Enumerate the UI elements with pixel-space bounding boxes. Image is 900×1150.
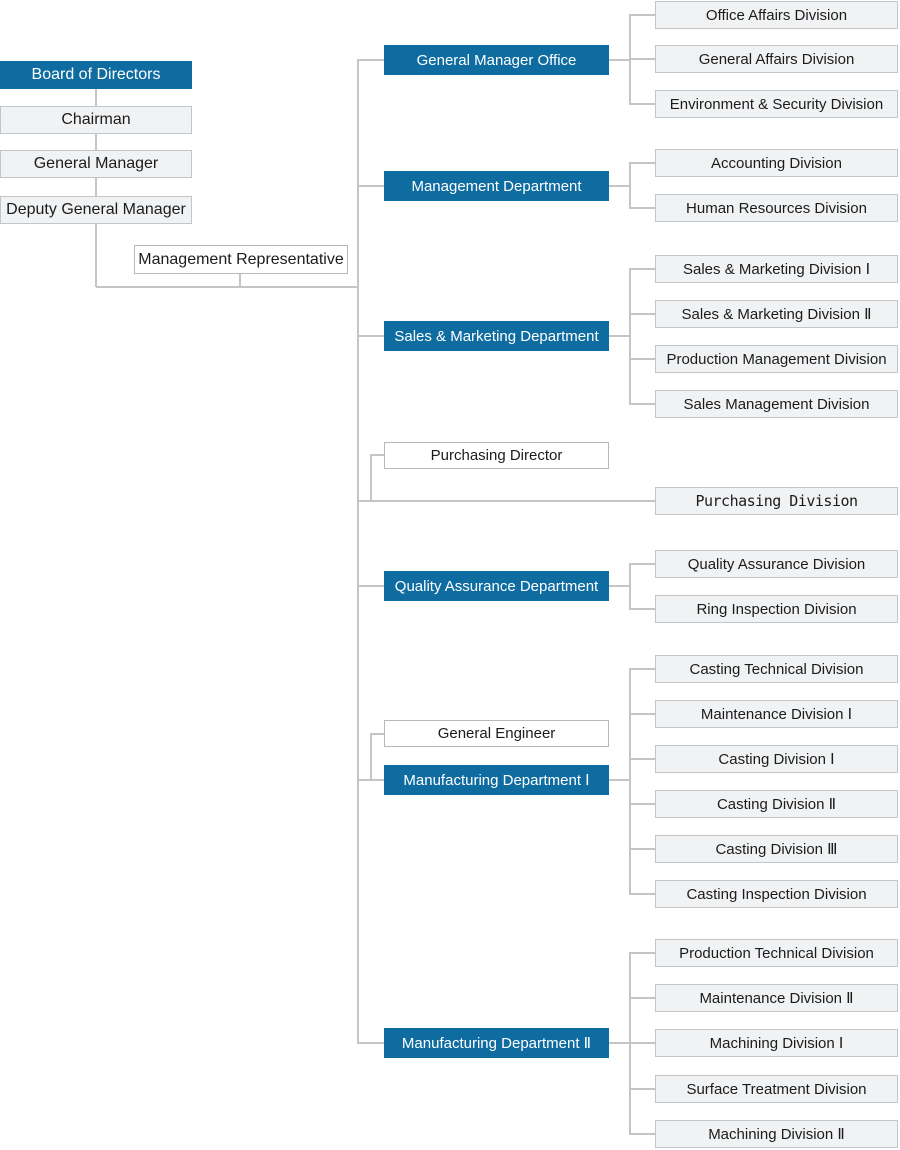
node-casting-division-2: Casting Division Ⅱ [655,790,898,818]
node-ring-inspection-division: Ring Inspection Division [655,595,898,623]
node-purchasing-director: Purchasing Director [384,442,609,469]
node-quality-assurance-department: Quality Assurance Department [384,571,609,601]
node-production-technical-division: Production Technical Division [655,939,898,967]
node-sales-management-division: Sales Management Division [655,390,898,418]
node-sales-marketing-division-2: Sales & Marketing Division Ⅱ [655,300,898,328]
node-production-management-division: Production Management Division [655,345,898,373]
node-accounting-division: Accounting Division [655,149,898,177]
node-sales-marketing-department: Sales & Marketing Department [384,321,609,351]
node-office-affairs-division: Office Affairs Division [655,1,898,29]
node-general-manager-office: General Manager Office [384,45,609,75]
node-environment-security-division: Environment & Security Division [655,90,898,118]
node-maintenance-division-2: Maintenance Division Ⅱ [655,984,898,1012]
node-general-engineer: General Engineer [384,720,609,747]
node-board-of-directors: Board of Directors [0,61,192,89]
node-maintenance-division-1: Maintenance Division Ⅰ [655,700,898,728]
node-casting-division-1: Casting Division Ⅰ [655,745,898,773]
node-general-manager: General Manager [0,150,192,178]
node-casting-inspection-division: Casting Inspection Division [655,880,898,908]
node-quality-assurance-division: Quality Assurance Division [655,550,898,578]
node-manufacturing-department-2: Manufacturing Department Ⅱ [384,1028,609,1058]
node-chairman: Chairman [0,106,192,134]
node-casting-division-3: Casting Division Ⅲ [655,835,898,863]
node-sales-marketing-division-1: Sales & Marketing Division Ⅰ [655,255,898,283]
node-machining-division-2: Machining Division Ⅱ [655,1120,898,1148]
node-surface-treatment-division: Surface Treatment Division [655,1075,898,1103]
node-deputy-general-manager: Deputy General Manager [0,196,192,224]
node-general-affairs-division: General Affairs Division [655,45,898,73]
node-purchasing-division: Purchasing Division [655,487,898,515]
node-casting-technical-division: Casting Technical Division [655,655,898,683]
node-management-department: Management Department [384,171,609,201]
node-human-resources-division: Human Resources Division [655,194,898,222]
node-manufacturing-department-1: Manufacturing Department Ⅰ [384,765,609,795]
node-management-representative: Management Representative [134,245,348,274]
node-machining-division-1: Machining Division Ⅰ [655,1029,898,1057]
